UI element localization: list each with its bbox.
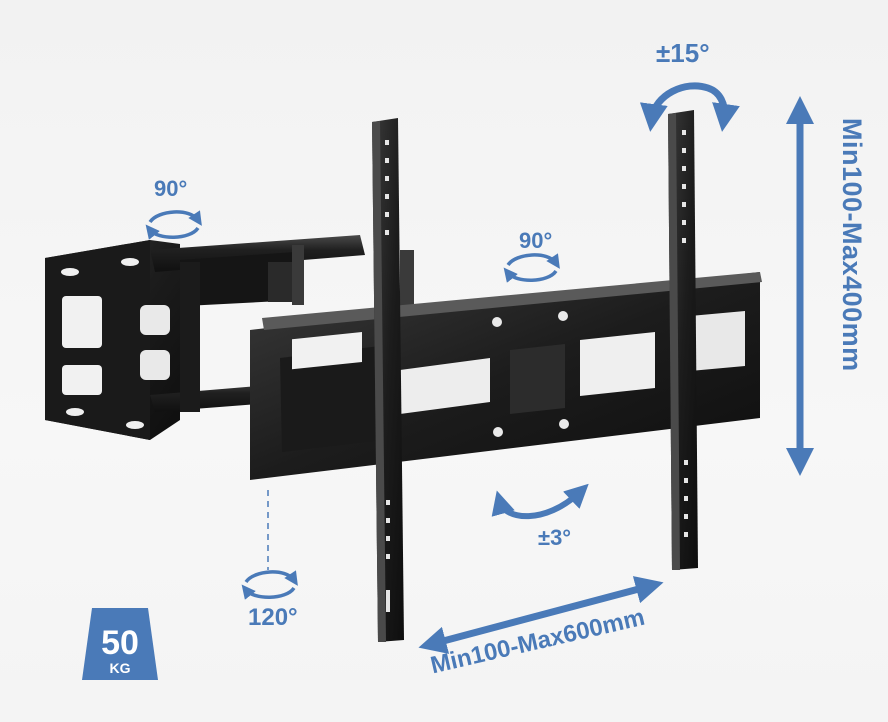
arm-turn-arrow-icon bbox=[241, 570, 298, 600]
vertical-range-label: Min100-Max400mm bbox=[837, 118, 867, 372]
vertical-rail-right bbox=[668, 110, 698, 570]
tilt-arrow-icon bbox=[639, 82, 740, 132]
swivel-left-arrow-icon bbox=[145, 210, 202, 240]
tilt-label: ±15° bbox=[656, 38, 710, 68]
load-capacity-badge: 50 KG bbox=[80, 608, 160, 680]
swivel-left-label: 90° bbox=[154, 176, 188, 201]
rotation-arrow-icon bbox=[491, 483, 589, 520]
vertical-rail-left bbox=[372, 118, 404, 642]
swivel-mid-arrow-icon bbox=[503, 253, 560, 283]
wall-plate bbox=[45, 240, 180, 440]
swivel-mid-label: 90° bbox=[519, 228, 553, 253]
arm-turn-label: 120° bbox=[248, 604, 298, 631]
rotate-label: ±3° bbox=[538, 525, 572, 550]
load-capacity-unit: KG bbox=[109, 660, 131, 676]
horizontal-range-arrow bbox=[418, 576, 664, 654]
weight-badge-shape bbox=[82, 608, 158, 680]
load-capacity-value: 50 bbox=[101, 624, 139, 662]
